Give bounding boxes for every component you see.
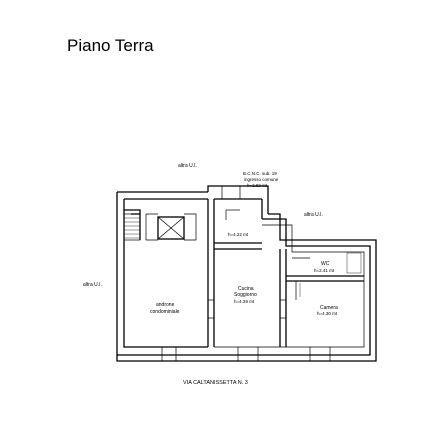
wc-fixtures bbox=[299, 252, 362, 297]
label-cucina-1: Cucina bbox=[238, 286, 254, 292]
label-wc-name: WC bbox=[321, 261, 330, 267]
labels: altra U.I. altra U.I. altra U.I. B.C.N.C… bbox=[83, 163, 338, 386]
label-altra-right: altra U.I. bbox=[304, 212, 323, 218]
label-camera-height: h=4.30 mt bbox=[317, 311, 338, 316]
label-altra-left: altra U.I. bbox=[83, 282, 102, 288]
label-street: VIA CALTANISSETTA N. 3 bbox=[183, 380, 248, 386]
label-wc-height: h=2.41 mt bbox=[314, 268, 335, 273]
label-altra-top: altra U.I. bbox=[178, 163, 197, 169]
doors bbox=[161, 186, 331, 361]
label-cucina-2: Soggiorno bbox=[234, 292, 257, 298]
stairs bbox=[123, 213, 141, 241]
outer-walls bbox=[116, 185, 377, 362]
label-bcnc-2: ingresso comune bbox=[244, 177, 279, 182]
label-corridor-height: h=4.22 mt bbox=[228, 232, 249, 237]
lift-shaft bbox=[145, 213, 197, 241]
label-camera-name: Camera bbox=[320, 305, 338, 311]
label-androne-1: androne bbox=[156, 302, 175, 308]
label-bcnc-1: B.C.N.C. sub. 19 bbox=[243, 171, 277, 176]
label-androne-2: condominiale bbox=[150, 309, 180, 315]
label-cucina-height: h=4.29 mt bbox=[234, 299, 255, 304]
page-title: Piano Terra bbox=[67, 36, 154, 55]
label-bcnc-3: h=2.82 mt bbox=[247, 183, 268, 188]
interior-walls bbox=[124, 199, 364, 347]
